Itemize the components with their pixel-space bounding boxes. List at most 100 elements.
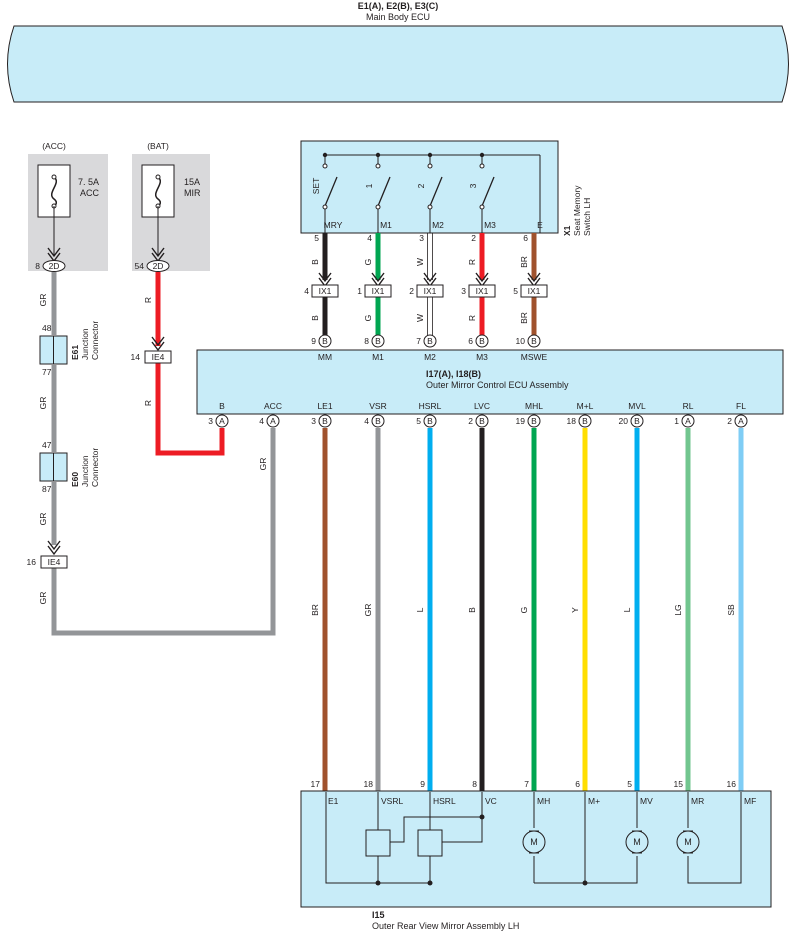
ix1-wire-label-0: B <box>310 315 320 321</box>
switch-wire-label-2: W <box>415 258 425 266</box>
e61-id: E61 <box>70 345 80 360</box>
switch-blade-2 <box>429 176 443 207</box>
switch-terminal-3: M3 <box>484 220 496 230</box>
ix1-pin-3: 3 <box>461 286 466 296</box>
wire-label-r-1: R <box>143 297 153 303</box>
mirror-pin-8: 16 <box>727 779 737 789</box>
ix1-label-2: IX1 <box>424 286 437 296</box>
mirror-terminal-5: M+ <box>588 796 600 806</box>
mirror-assy-id: I15 <box>372 910 385 920</box>
switch-pin-3: 2 <box>471 233 476 243</box>
wire-label-gr-1: GR <box>38 294 48 307</box>
ecu-bot-pin-7: 18 <box>567 416 577 426</box>
mirror-wire-label-6: L <box>622 607 632 612</box>
mirror-pin-4: 7 <box>524 779 529 789</box>
ecu-bot-conn-1-label: A <box>270 416 276 426</box>
mirror-wire-label-1: GR <box>363 604 373 617</box>
wire-label-gr-4: GR <box>38 592 48 605</box>
ecu-top-conn-1 <box>371 334 385 348</box>
ecu-top-name-3: M3 <box>476 352 488 362</box>
ecu-bot-pin-8: 20 <box>619 416 629 426</box>
mirror-terminal-7: MR <box>691 796 704 806</box>
mirror-ecu-title: I17(A), I18(B) <box>426 369 481 379</box>
connector-ie4-left <box>40 555 68 569</box>
ix1-label-4: IX1 <box>528 286 541 296</box>
switch-pin-4: 6 <box>523 233 528 243</box>
fuse-acc-pin: 8 <box>35 261 40 271</box>
ecu-bot-pin-9: 1 <box>674 416 679 426</box>
fuse-acc-connector <box>42 260 66 272</box>
switch-contact-bot-1 <box>375 204 381 210</box>
mirror-terminal-6: MV <box>640 796 653 806</box>
ecu-bot-name-0: B <box>219 401 225 411</box>
switch-node-0 <box>322 152 328 158</box>
ecu-bot-name-10: FL <box>736 401 746 411</box>
mirror-wire-label-2: L <box>415 607 425 612</box>
ecu-bot-conn-7-label: B <box>582 416 588 426</box>
fuse-bat-rating: 15A <box>184 177 200 187</box>
mirror-pin-5: 6 <box>575 779 580 789</box>
fuse-acc-source: (ACC) <box>42 141 66 151</box>
switch-pos-label-3: 3 <box>468 183 478 188</box>
ecu-bot-conn-0-label: A <box>219 416 225 426</box>
ecu-bot-conn-1 <box>266 414 280 428</box>
ecu-bot-conn-2 <box>318 414 332 428</box>
switch-node-1 <box>375 152 381 158</box>
fuse-bat-pin: 54 <box>135 261 145 271</box>
switch-wire-label-1: G <box>363 259 373 266</box>
mirror-terminal-1: VSRL <box>381 796 403 806</box>
ix1-pin-2: 2 <box>409 286 414 296</box>
ecu-top-conn-3 <box>475 334 489 348</box>
motor-mr-label: M <box>684 837 692 847</box>
ecu-bot-conn-9-label: A <box>685 416 691 426</box>
switch-contact-bot-0 <box>322 204 328 210</box>
ie4-left-pin: 16 <box>27 557 37 567</box>
fuse-bat-source: (BAT) <box>147 141 169 151</box>
ecu-bot-name-2: LE1 <box>317 401 332 411</box>
mirror-wire-label-7: LG <box>673 604 683 615</box>
mirror-terminal-4: MH <box>537 796 550 806</box>
ecu-bot-pin-5: 2 <box>468 416 473 426</box>
mirror-pin-1: 18 <box>364 779 374 789</box>
switch-terminal-4: E <box>537 220 543 230</box>
e60-id: E60 <box>70 472 80 487</box>
ix1-connector-3 <box>468 284 496 298</box>
switch-contacts <box>322 152 495 233</box>
ix1-pin-1: 1 <box>357 286 362 296</box>
ie4-left-label: IE4 <box>48 557 61 567</box>
ix1-wire-label-1: G <box>363 315 373 322</box>
wire-label-acc-gr: GR <box>258 458 268 471</box>
ecu-bot-name-3: VSR <box>369 401 386 411</box>
ecu-bot-conn-2-label: B <box>322 416 328 426</box>
switch-blade-3 <box>481 176 495 207</box>
switch-blade-0 <box>324 176 338 207</box>
ix1-connector-2 <box>416 284 444 298</box>
switch-name-2: Switch LH <box>582 198 592 236</box>
mirror-pin-7: 15 <box>674 779 684 789</box>
ecu-bot-pin-2: 3 <box>311 416 316 426</box>
ecu-top-name-4: MSWE <box>521 352 548 362</box>
motor-mh-label: M <box>530 837 538 847</box>
switch-id: X1 <box>562 225 572 236</box>
ecu-top-conn-3-label: B <box>479 336 485 346</box>
ecu-bot-name-1: ACC <box>264 401 282 411</box>
switch-contact-top-0 <box>322 163 328 169</box>
mirror-wire-label-8: SB <box>726 604 736 616</box>
mirror-wire-label-3: B <box>467 607 477 613</box>
ecu-bot-name-5: LVC <box>474 401 490 411</box>
ecu-bot-conn-8 <box>630 414 644 428</box>
mirror-pin-6: 5 <box>627 779 632 789</box>
ecu-top-conn-1-label: B <box>375 336 381 346</box>
motor-mv-label: M <box>633 837 641 847</box>
mirror-pin-3: 8 <box>472 779 477 789</box>
switch-contact-bot-2 <box>427 204 433 210</box>
switch-pos-label-2: 2 <box>416 183 426 188</box>
ecu-bot-name-6: MHL <box>525 401 543 411</box>
ecu-bot-pin-1: 4 <box>259 416 264 426</box>
switch-wire-label-0: B <box>310 259 320 265</box>
switch-terminal-2: M2 <box>432 220 444 230</box>
mirror-assembly-box <box>300 790 772 908</box>
ecu-bot-conn-3-label: B <box>375 416 381 426</box>
switch-terminal-1: M1 <box>380 220 392 230</box>
